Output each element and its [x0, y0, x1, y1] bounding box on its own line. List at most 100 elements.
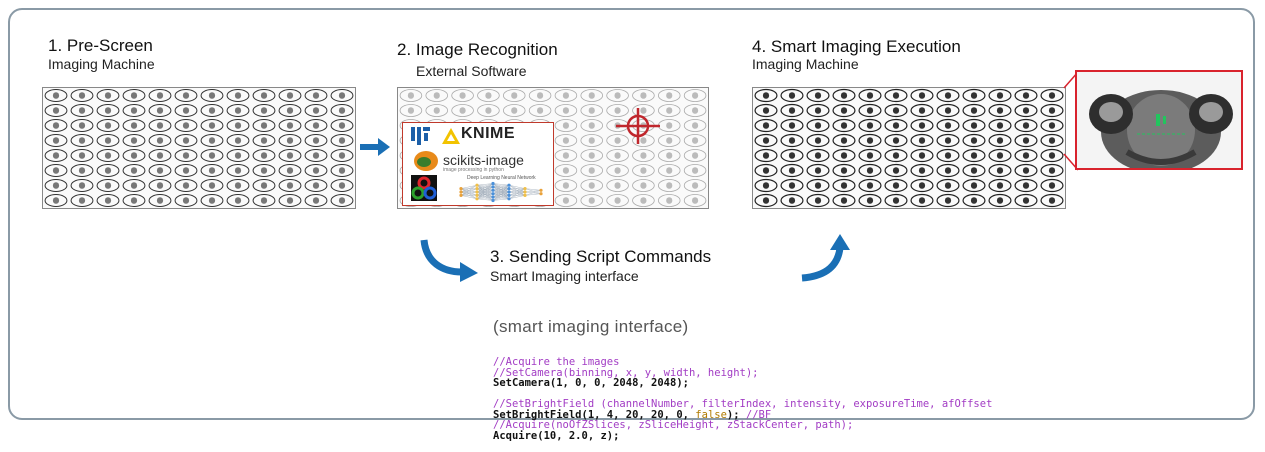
larva-sample: [640, 167, 647, 174]
larva-sample: [788, 182, 796, 189]
well: [477, 104, 500, 117]
larva-sample: [866, 107, 874, 114]
well: [606, 164, 629, 177]
nn-edge: [460, 188, 478, 196]
well: [806, 163, 830, 178]
larva-sample: [944, 122, 952, 129]
larva-sample: [312, 137, 320, 144]
well: [806, 88, 830, 103]
larva-sample: [234, 92, 242, 99]
well: [278, 134, 302, 147]
larva-sample: [130, 92, 138, 99]
well: [884, 148, 908, 163]
well: [44, 179, 68, 192]
larva-sample: [840, 122, 848, 129]
larva-sample: [234, 122, 242, 129]
larva-sample: [104, 182, 112, 189]
well: [910, 118, 934, 133]
well: [554, 89, 578, 102]
nn-edge: [492, 185, 510, 198]
well: [962, 163, 986, 178]
larva-sample: [614, 167, 621, 174]
well: [44, 164, 68, 177]
nn-edge: [524, 190, 542, 196]
well: [44, 89, 68, 102]
well: [936, 193, 960, 208]
larva-sample: [407, 107, 415, 114]
larva-sample: [666, 167, 673, 174]
well: [122, 179, 146, 192]
larva-sample: [691, 182, 699, 189]
well: [832, 133, 856, 148]
well: [96, 134, 120, 147]
larva-sample: [234, 107, 242, 114]
well: [252, 164, 276, 177]
well: [122, 164, 146, 177]
well: [606, 194, 629, 207]
well: [657, 194, 681, 207]
knime-label: KNIME: [461, 125, 516, 142]
well: [226, 104, 250, 117]
well: [632, 164, 655, 177]
well: [657, 179, 681, 192]
larva-sample: [866, 182, 874, 189]
well: [832, 103, 856, 118]
nn-node: [475, 183, 479, 187]
larva-sample: [52, 92, 60, 99]
well: [122, 149, 146, 162]
larva-sample: [918, 137, 926, 144]
script-code-block: (smart imaging interface) //Acquire the …: [493, 297, 992, 452]
nn-edge: [492, 188, 510, 201]
nn-edge: [492, 185, 510, 191]
well: [304, 134, 328, 147]
well: [1014, 148, 1038, 163]
prescreen-plate: [42, 87, 356, 209]
well: [832, 118, 856, 133]
larva-sample: [970, 107, 978, 114]
well: [44, 149, 68, 162]
well: [304, 89, 328, 102]
larva-sample: [104, 167, 112, 174]
well: [884, 118, 908, 133]
well: [330, 134, 354, 147]
well: [96, 194, 120, 207]
well: [806, 193, 830, 208]
well: [1040, 193, 1064, 208]
well: [936, 163, 960, 178]
larva-sample: [762, 152, 770, 159]
larva-sample: [286, 107, 294, 114]
larva-sample: [892, 197, 900, 204]
larva-sample: [312, 197, 320, 204]
well: [1014, 133, 1038, 148]
larva-sample: [260, 107, 268, 114]
nn-edge: [508, 188, 526, 196]
well: [226, 119, 250, 132]
well: [174, 194, 198, 207]
well: [780, 163, 804, 178]
well: [503, 104, 526, 117]
larva-sample: [260, 197, 268, 204]
larva-sample: [1048, 107, 1056, 114]
script-line: //SetCamera(binning, x, y, width, height…: [493, 366, 759, 379]
larva-sample: [666, 107, 673, 114]
well: [580, 89, 603, 102]
well: [858, 193, 882, 208]
larva-sample: [52, 167, 60, 174]
well: [683, 119, 707, 132]
well: [683, 194, 707, 207]
well: [910, 148, 934, 163]
well: [70, 179, 94, 192]
well: [252, 149, 276, 162]
well: [122, 89, 146, 102]
well: [910, 103, 934, 118]
nn-edge: [476, 183, 494, 193]
larva-sample: [666, 92, 673, 99]
larva-sample: [286, 92, 294, 99]
larva-sample: [1048, 122, 1056, 129]
larva-sample: [338, 137, 346, 144]
nn-edge: [492, 183, 510, 186]
larva-sample: [511, 92, 518, 99]
well: [148, 179, 172, 192]
well: [96, 164, 120, 177]
larva-sample: [788, 122, 796, 129]
